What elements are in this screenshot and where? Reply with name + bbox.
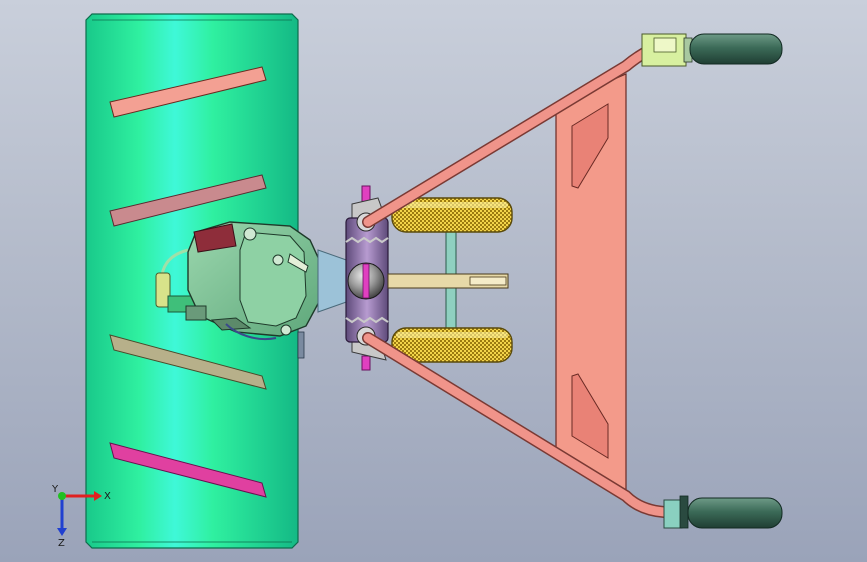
engine-filter bbox=[155, 272, 171, 308]
drum-slot-2 bbox=[109, 174, 267, 227]
frame-plate-cutout-bottom bbox=[571, 373, 609, 459]
engine-bolt-mid bbox=[272, 254, 284, 266]
hub-clamp-bottom bbox=[345, 316, 389, 324]
frame-plate[interactable] bbox=[555, 73, 627, 500]
triad-y-label: Y bbox=[51, 484, 59, 495]
engine-cover bbox=[239, 231, 307, 327]
tie-rod-slot bbox=[469, 276, 507, 286]
lower-grip[interactable] bbox=[687, 497, 783, 529]
upper-grip-clamp bbox=[653, 37, 677, 53]
wheel-bottom-highlight bbox=[396, 332, 508, 338]
lower-grip-ring bbox=[679, 495, 689, 529]
engine-bolt-bottom bbox=[280, 324, 292, 336]
engine-cap bbox=[193, 223, 237, 253]
wheel-top-highlight bbox=[396, 202, 508, 208]
engine-base bbox=[210, 317, 252, 331]
wheel-pair[interactable] bbox=[387, 197, 513, 363]
engine-mount bbox=[185, 305, 207, 321]
hub-bottom-pin bbox=[361, 355, 371, 371]
engine-lever bbox=[287, 253, 309, 273]
triad-y-axis bbox=[58, 492, 66, 500]
triad-z-label: Z bbox=[58, 538, 65, 549]
coordinate-triad: X Y Z bbox=[51, 484, 111, 549]
triad-x-label: X bbox=[104, 491, 111, 502]
drum-slot-1 bbox=[109, 66, 267, 118]
hub-top-pin bbox=[361, 185, 371, 203]
engine-belt-guard bbox=[225, 323, 277, 340]
triad-z-arrow bbox=[57, 528, 67, 536]
hub-ball-pin bbox=[362, 263, 370, 299]
grip-handles[interactable] bbox=[641, 33, 783, 529]
engine-bracket bbox=[297, 331, 305, 359]
triad-x-arrow bbox=[94, 491, 102, 501]
engine-housing[interactable] bbox=[155, 221, 323, 359]
frame-plate-cutout-top bbox=[571, 103, 609, 189]
engine-bolt-top bbox=[243, 227, 257, 241]
upper-grip[interactable] bbox=[689, 33, 783, 65]
hub-clamp-top bbox=[345, 236, 389, 244]
drum-slot-4 bbox=[109, 442, 267, 498]
drum-slot-3 bbox=[109, 334, 267, 390]
lower-tube[interactable] bbox=[363, 333, 669, 517]
lower-grip-collar bbox=[663, 499, 683, 529]
